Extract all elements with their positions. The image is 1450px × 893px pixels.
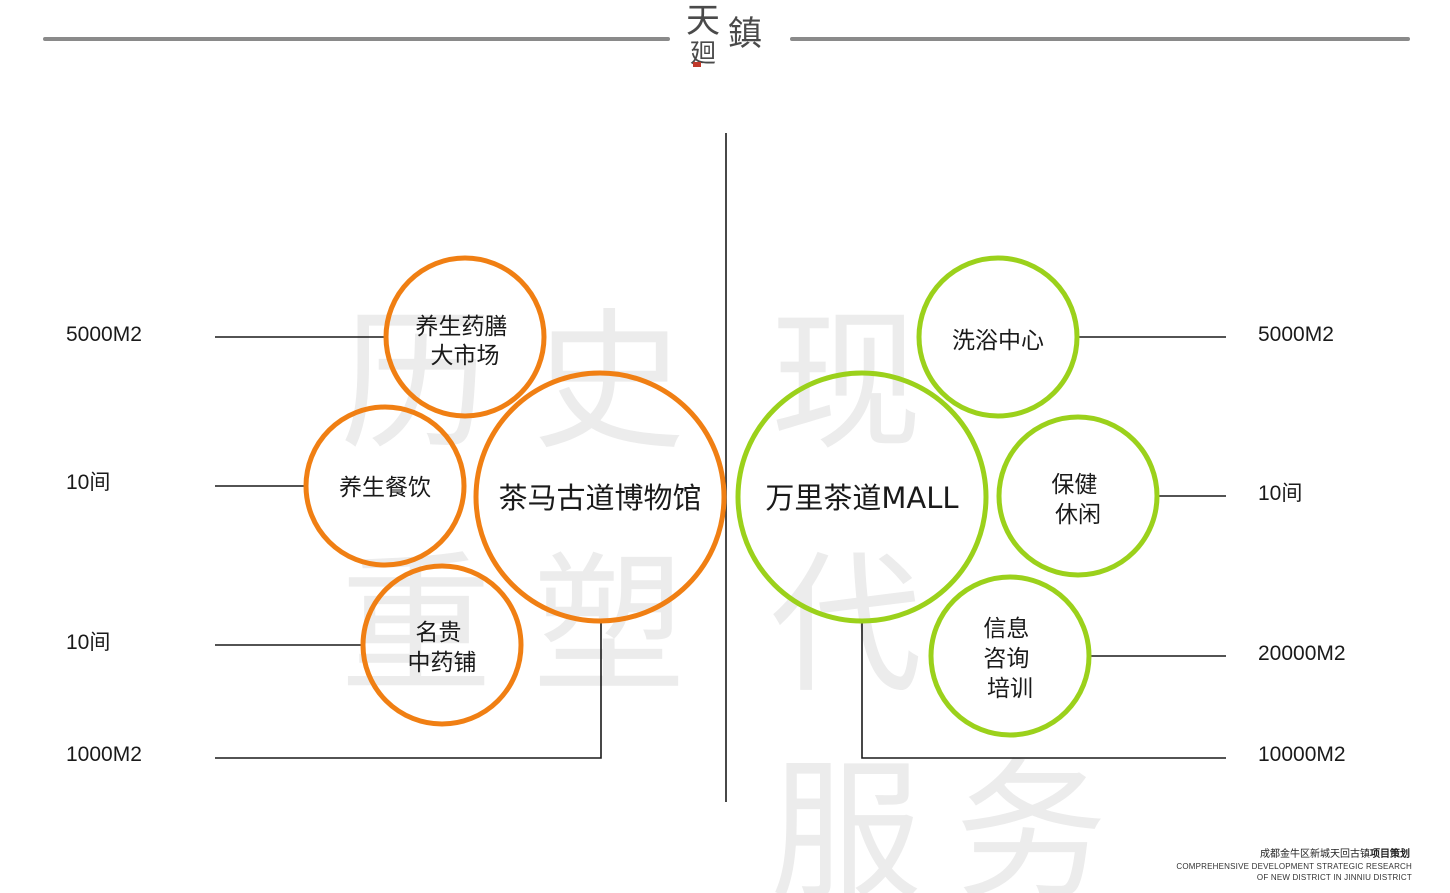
bubble-label: 养生药膳 大市场 xyxy=(415,314,514,369)
footer-credit: 成都金牛区新城天回古镇项目策划 COMPREHENSIVE DEVELOPMEN… xyxy=(1176,847,1412,882)
watermark-left: 历 史 重 塑 xyxy=(340,294,685,714)
bubble-label: 洗浴中心 xyxy=(952,328,1044,354)
logo: 天 鎮 廻 xyxy=(686,1,762,69)
watermark-char: 现 xyxy=(770,294,922,471)
left-leader-lines xyxy=(215,336,602,759)
leader-line xyxy=(861,622,1226,759)
metric-label: 5000M2 xyxy=(66,323,142,346)
metric-label: 5000M2 xyxy=(1258,323,1334,346)
bubble-label: 信息 咨询 培训 xyxy=(983,616,1036,702)
watermark-char: 塑 xyxy=(533,537,685,714)
metric-label: 10000M2 xyxy=(1258,743,1346,766)
bubble-baojian-xiuxian xyxy=(996,414,1160,578)
logo-seal xyxy=(693,62,701,67)
footer-en-line2: OF NEW DISTRICT IN JINNIU DISTRICT xyxy=(1257,873,1412,882)
watermark-char: 历 xyxy=(340,294,492,471)
bubble-xinxi-zixun xyxy=(928,574,1092,738)
bubble-label: 名贵 中药铺 xyxy=(408,620,477,676)
footer-en-line1: COMPREHENSIVE DEVELOPMENT STRATEGIC RESE… xyxy=(1176,862,1412,871)
bubble-label: 养生餐饮 xyxy=(339,475,431,501)
logo-char-2: 鎮 xyxy=(728,14,762,54)
watermark-right: 现 代 服 务 xyxy=(770,294,1107,893)
logo-char-1: 天 xyxy=(686,1,720,41)
right-leader-lines xyxy=(861,336,1226,759)
metric-label: 20000M2 xyxy=(1258,642,1346,665)
main-label-museum: 茶马古道博物馆 xyxy=(498,481,701,515)
metric-label: 10间 xyxy=(66,631,110,654)
leader-line xyxy=(215,622,602,759)
bubble-main-museum xyxy=(473,370,727,624)
metric-label: 10间 xyxy=(1258,482,1302,505)
bubble-yangsheng-canyin xyxy=(303,404,467,568)
metric-label: 1000M2 xyxy=(66,743,142,766)
watermark-char: 代 xyxy=(770,537,922,714)
bubble-label: 保健 休闲 xyxy=(1051,472,1104,528)
bubble-minggui-zhongyao xyxy=(360,563,524,727)
bubble-xiyu-zhongxin xyxy=(916,255,1080,419)
bubble-main-mall xyxy=(735,370,989,624)
watermark-char: 务 xyxy=(955,744,1107,893)
watermark-char: 服 xyxy=(770,744,922,893)
bubble-yangsheng-yaoshan xyxy=(383,255,547,419)
footer-cn: 成都金牛区新城天回古镇项目策划 xyxy=(1260,847,1410,860)
metric-label: 10间 xyxy=(66,471,110,494)
main-label-mall: 万里茶道MALL xyxy=(765,481,958,515)
